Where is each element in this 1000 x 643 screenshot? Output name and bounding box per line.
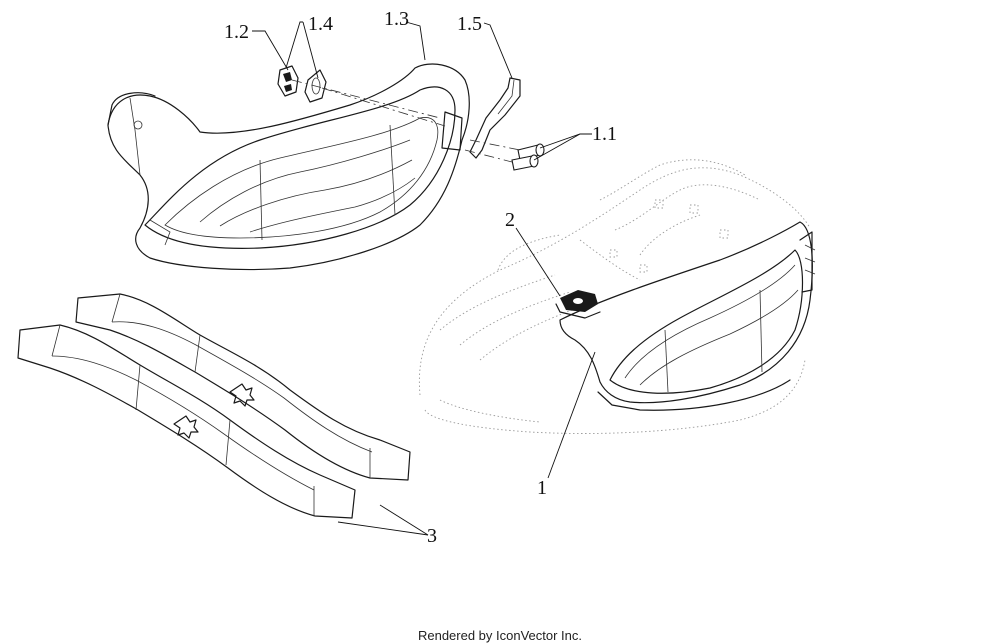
leader-3 [337, 521, 429, 536]
blade-upper [75, 293, 411, 481]
part-1-5-rod [469, 77, 521, 159]
callout-2: 2 [505, 209, 515, 231]
assembly-line-2 [321, 87, 446, 127]
footer-credit: Rendered by IconVector Inc. [417, 628, 583, 643]
callout-1-3: 1.3 [384, 8, 409, 30]
leader-1-1b [533, 133, 581, 161]
leader-1-3 [405, 21, 426, 61]
assembly-line-1 [291, 79, 441, 119]
chute-assembly-exploded [107, 63, 470, 271]
callout-1-4: 1.4 [308, 13, 333, 35]
mower-deck-outline [418, 159, 811, 434]
leader-1-1 [539, 133, 592, 149]
leader-1 [547, 351, 596, 479]
callout-1-1: 1.1 [592, 123, 617, 145]
assembly-line-4 [464, 149, 513, 163]
leader-1-5 [483, 22, 513, 79]
leader-1-4b [302, 21, 319, 79]
callout-1: 1 [537, 477, 547, 499]
leader-1-4 [285, 21, 303, 69]
part-1-1-pins [511, 143, 545, 171]
part-1-4-spring [304, 69, 327, 103]
assembly-line-3 [469, 139, 521, 151]
chute-installed [555, 221, 816, 411]
callout-3: 3 [427, 525, 437, 547]
callout-1-5: 1.5 [457, 13, 482, 35]
part-1-2-clip [277, 65, 299, 97]
callout-1-2: 1.2 [224, 21, 249, 43]
blade-lower [17, 324, 356, 519]
leader-1-2 [252, 30, 289, 71]
leader-3b [379, 504, 429, 536]
leader-2 [515, 227, 561, 297]
